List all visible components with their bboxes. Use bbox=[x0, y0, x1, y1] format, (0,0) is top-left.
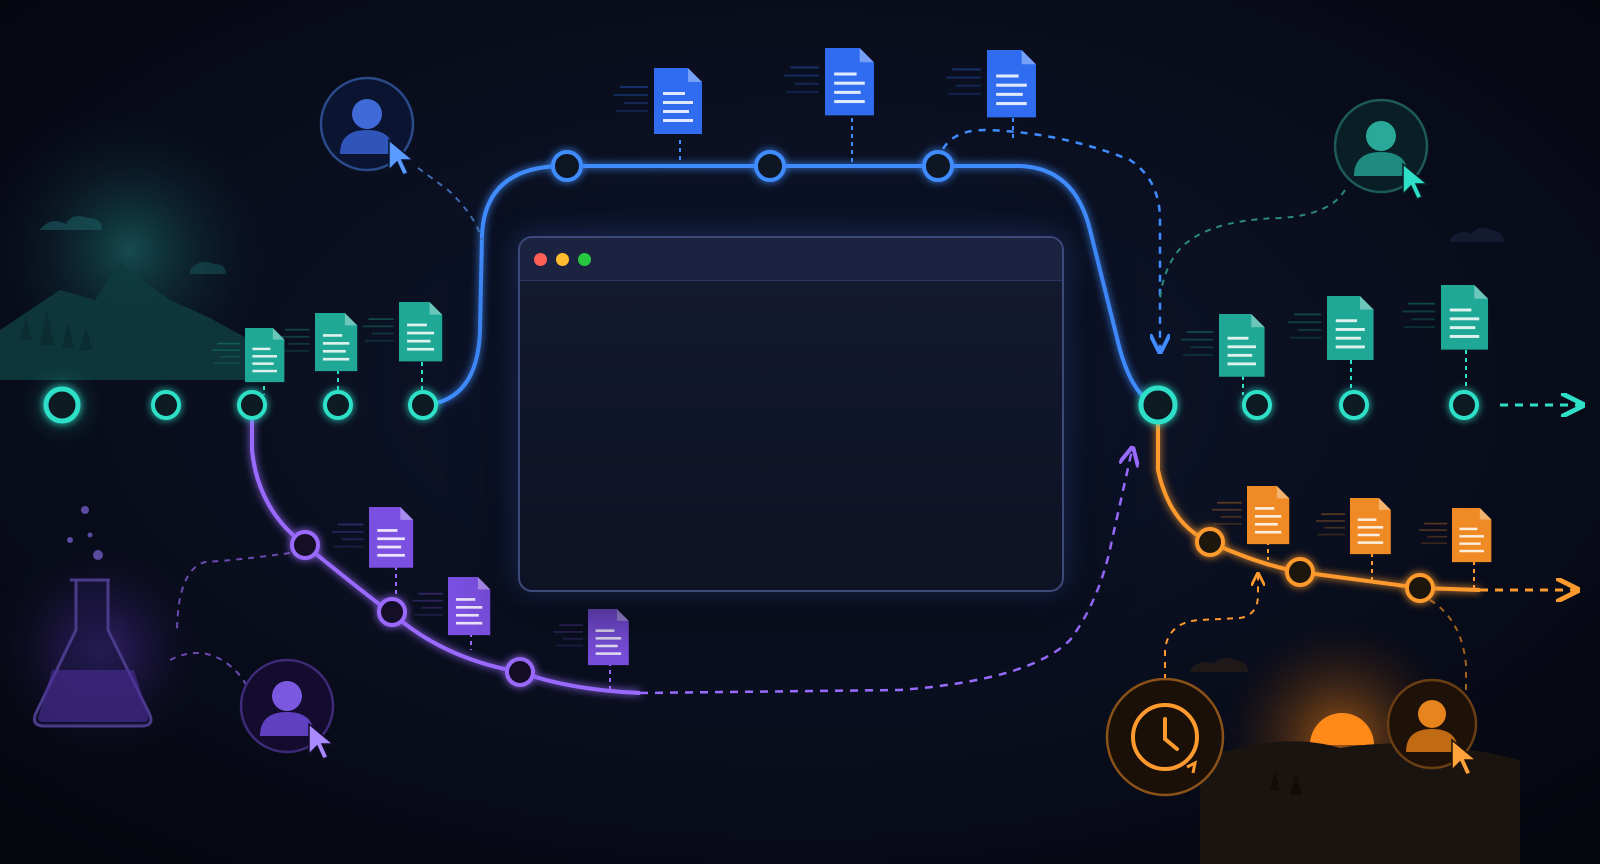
blue-node[interactable] bbox=[551, 150, 583, 182]
orange-node[interactable] bbox=[1285, 557, 1315, 587]
orange-node[interactable] bbox=[1195, 527, 1225, 557]
orange-node[interactable] bbox=[1405, 573, 1435, 603]
window-titlebar[interactable] bbox=[520, 238, 1062, 281]
start-node[interactable] bbox=[40, 383, 84, 427]
user-avatar-purple[interactable] bbox=[239, 658, 335, 760]
flask-icon bbox=[0, 506, 210, 760]
timeline-node[interactable] bbox=[1449, 390, 1479, 420]
clock-icon[interactable] bbox=[1105, 677, 1225, 797]
purple-node[interactable] bbox=[290, 530, 320, 560]
purple-branch-dashed bbox=[639, 450, 1132, 695]
timeline-node[interactable] bbox=[151, 390, 181, 420]
blue-node[interactable] bbox=[754, 150, 786, 182]
timeline-node[interactable] bbox=[1339, 390, 1369, 420]
timeline-node[interactable] bbox=[323, 390, 353, 420]
maximize-icon[interactable] bbox=[578, 252, 591, 266]
cloud bbox=[1190, 657, 1248, 672]
minimize-icon[interactable] bbox=[556, 252, 569, 266]
user-avatar-blue[interactable] bbox=[319, 76, 415, 176]
clock-connector bbox=[1164, 575, 1258, 680]
user-connector-orange bbox=[1429, 599, 1467, 690]
purple-node[interactable] bbox=[505, 657, 535, 687]
user-avatar-orange[interactable] bbox=[1386, 678, 1478, 776]
close-icon[interactable] bbox=[534, 252, 547, 266]
doc-stems bbox=[263, 118, 1475, 690]
app-window[interactable] bbox=[518, 236, 1064, 592]
user-connector-purple bbox=[176, 552, 291, 631]
window-content bbox=[520, 281, 1062, 590]
user-connector-blue bbox=[417, 167, 483, 241]
timeline-node[interactable] bbox=[237, 390, 267, 420]
merge-node[interactable] bbox=[1138, 385, 1178, 425]
user-avatar-teal[interactable] bbox=[1333, 98, 1429, 200]
timeline-node[interactable] bbox=[1242, 390, 1272, 420]
user-connector-teal bbox=[1159, 189, 1346, 301]
blue-node[interactable] bbox=[922, 150, 954, 182]
blue-dashed-connector bbox=[936, 128, 1160, 350]
mountain-icon bbox=[0, 110, 270, 390]
sunset-icon bbox=[1200, 620, 1520, 864]
timeline-node[interactable] bbox=[408, 390, 438, 420]
purple-node[interactable] bbox=[377, 597, 407, 627]
cloud bbox=[1450, 227, 1504, 242]
